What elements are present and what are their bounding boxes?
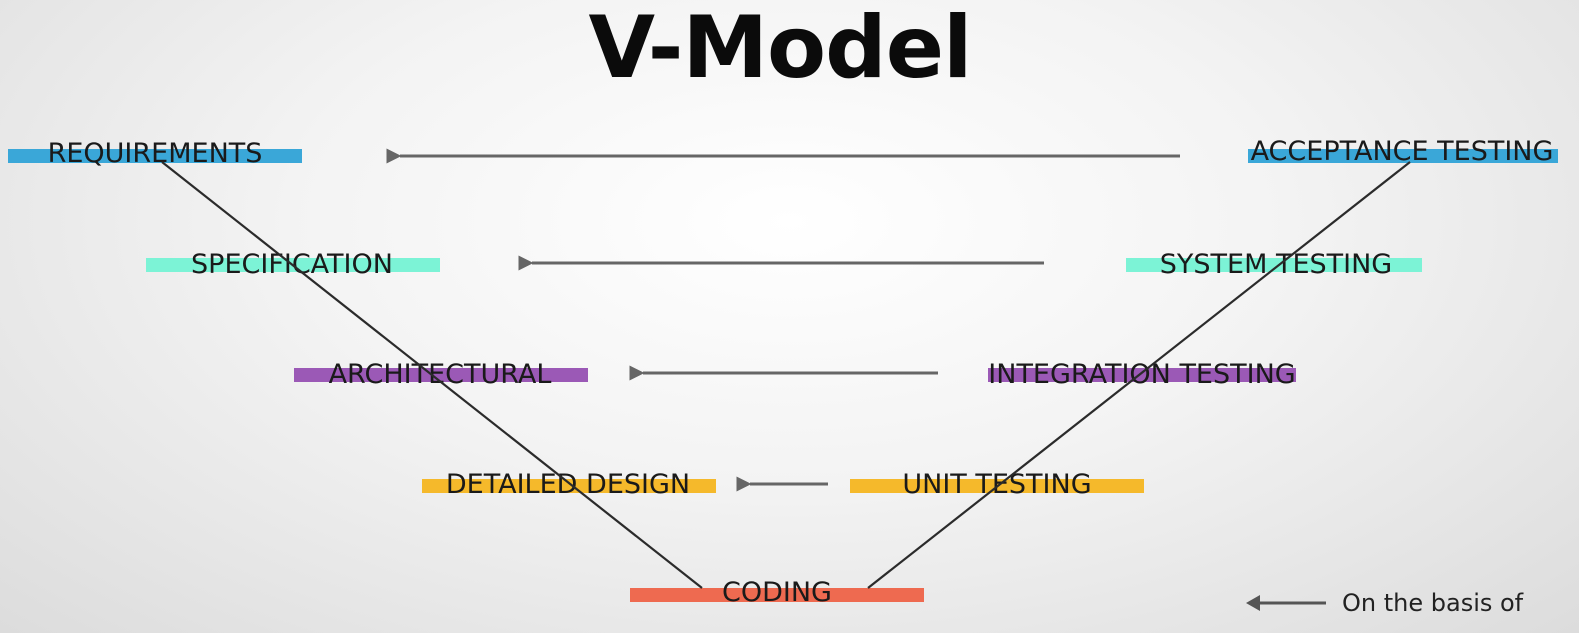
coding-bar bbox=[630, 588, 924, 602]
integration-testing-label: INTEGRATION TESTING bbox=[988, 359, 1295, 390]
detailed-design-label: DETAILED DESIGN bbox=[446, 469, 690, 500]
v-left-line bbox=[161, 161, 703, 589]
page-title: V-Model bbox=[588, 0, 972, 98]
acceptance-testing-label: ACCEPTANCE TESTING bbox=[1251, 136, 1554, 167]
left-arrow-icon bbox=[1246, 595, 1326, 611]
system-testing-bar bbox=[1126, 258, 1422, 272]
architectural-label: ARCHITECTURAL bbox=[329, 359, 552, 390]
requirements-label: REQUIREMENTS bbox=[48, 138, 263, 169]
coding-label: CODING bbox=[722, 577, 832, 608]
system-testing-label: SYSTEM TESTING bbox=[1160, 249, 1392, 280]
legend-text: On the basis of bbox=[1342, 589, 1524, 617]
acceptance-testing-bar bbox=[1248, 149, 1558, 163]
integration-testing-bar bbox=[988, 368, 1296, 382]
v-right-line bbox=[867, 161, 1411, 589]
unit-testing-label: UNIT TESTING bbox=[902, 469, 1091, 500]
architectural-bar bbox=[294, 368, 588, 382]
legend: On the basis of bbox=[1240, 587, 1540, 619]
requirements-bar bbox=[8, 149, 302, 163]
detailed-design-bar bbox=[422, 479, 716, 493]
